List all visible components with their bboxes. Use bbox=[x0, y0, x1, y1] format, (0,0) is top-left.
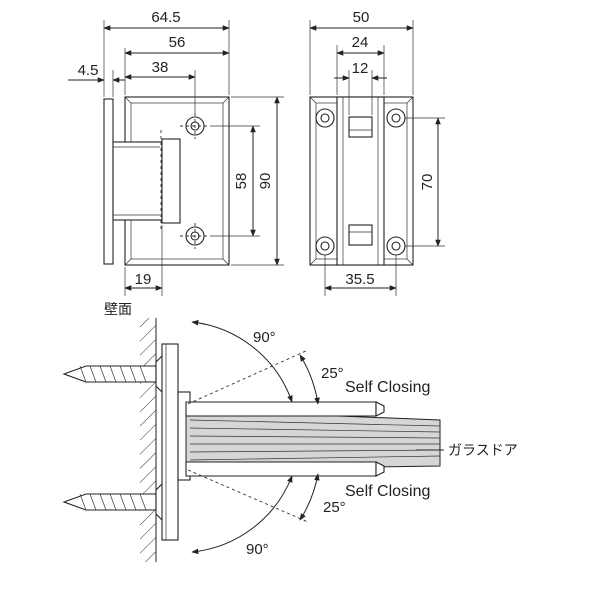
hinge-wall-plate bbox=[161, 343, 179, 541]
dim-width-plate: 56 bbox=[169, 34, 186, 51]
dim-inner-width: 12 bbox=[352, 60, 369, 77]
pivot-knuckle bbox=[161, 138, 181, 224]
closing-arc-top bbox=[299, 354, 320, 405]
dim-wall-thickness: 4.5 bbox=[78, 62, 99, 79]
glass-door bbox=[185, 409, 441, 471]
dim-side-hole-pitch: 70 bbox=[419, 174, 436, 191]
installation-view: 壁面 bbox=[62, 302, 518, 562]
angle-label-bottom: 90° bbox=[246, 541, 269, 558]
self-closing-bottom: Self Closing bbox=[345, 483, 430, 500]
front-view: 64.5 56 38 4.5 58 90 19 bbox=[68, 9, 284, 296]
dim-width-overall: 64.5 bbox=[151, 9, 180, 26]
dim-leaf-offset: 19 bbox=[135, 271, 152, 288]
wall-screw-bottom bbox=[62, 481, 177, 523]
glass-clamp bbox=[185, 401, 377, 417]
glass-door-label: ガラスドア bbox=[448, 443, 518, 459]
dim-center-width: 24 bbox=[352, 34, 369, 51]
self-closing-top: Self Closing bbox=[345, 379, 430, 396]
glass-door-lines bbox=[189, 419, 441, 461]
closing-angle-top: 25° bbox=[321, 365, 344, 382]
angle-label-top: 90° bbox=[253, 329, 276, 346]
dim-hole-pitch: 58 bbox=[233, 173, 250, 190]
dim-side-width: 50 bbox=[353, 9, 370, 26]
wall-label: 壁面 bbox=[104, 302, 132, 318]
closing-arc-bottom bbox=[299, 473, 320, 521]
wall-screw-top bbox=[62, 353, 177, 395]
dim-side-hole-span: 35.5 bbox=[345, 271, 374, 288]
pivot-leaf bbox=[112, 141, 163, 221]
wall-hatch bbox=[140, 318, 156, 562]
angle-arc-top bbox=[191, 319, 293, 403]
dim-hole-offset: 38 bbox=[152, 59, 169, 76]
dim-height: 90 bbox=[257, 173, 274, 190]
side-view: 50 24 12 70 35.5 bbox=[309, 9, 445, 296]
wall-plate bbox=[103, 98, 114, 265]
angle-arc-bottom bbox=[191, 475, 293, 555]
closing-angle-bottom: 25° bbox=[323, 499, 346, 516]
